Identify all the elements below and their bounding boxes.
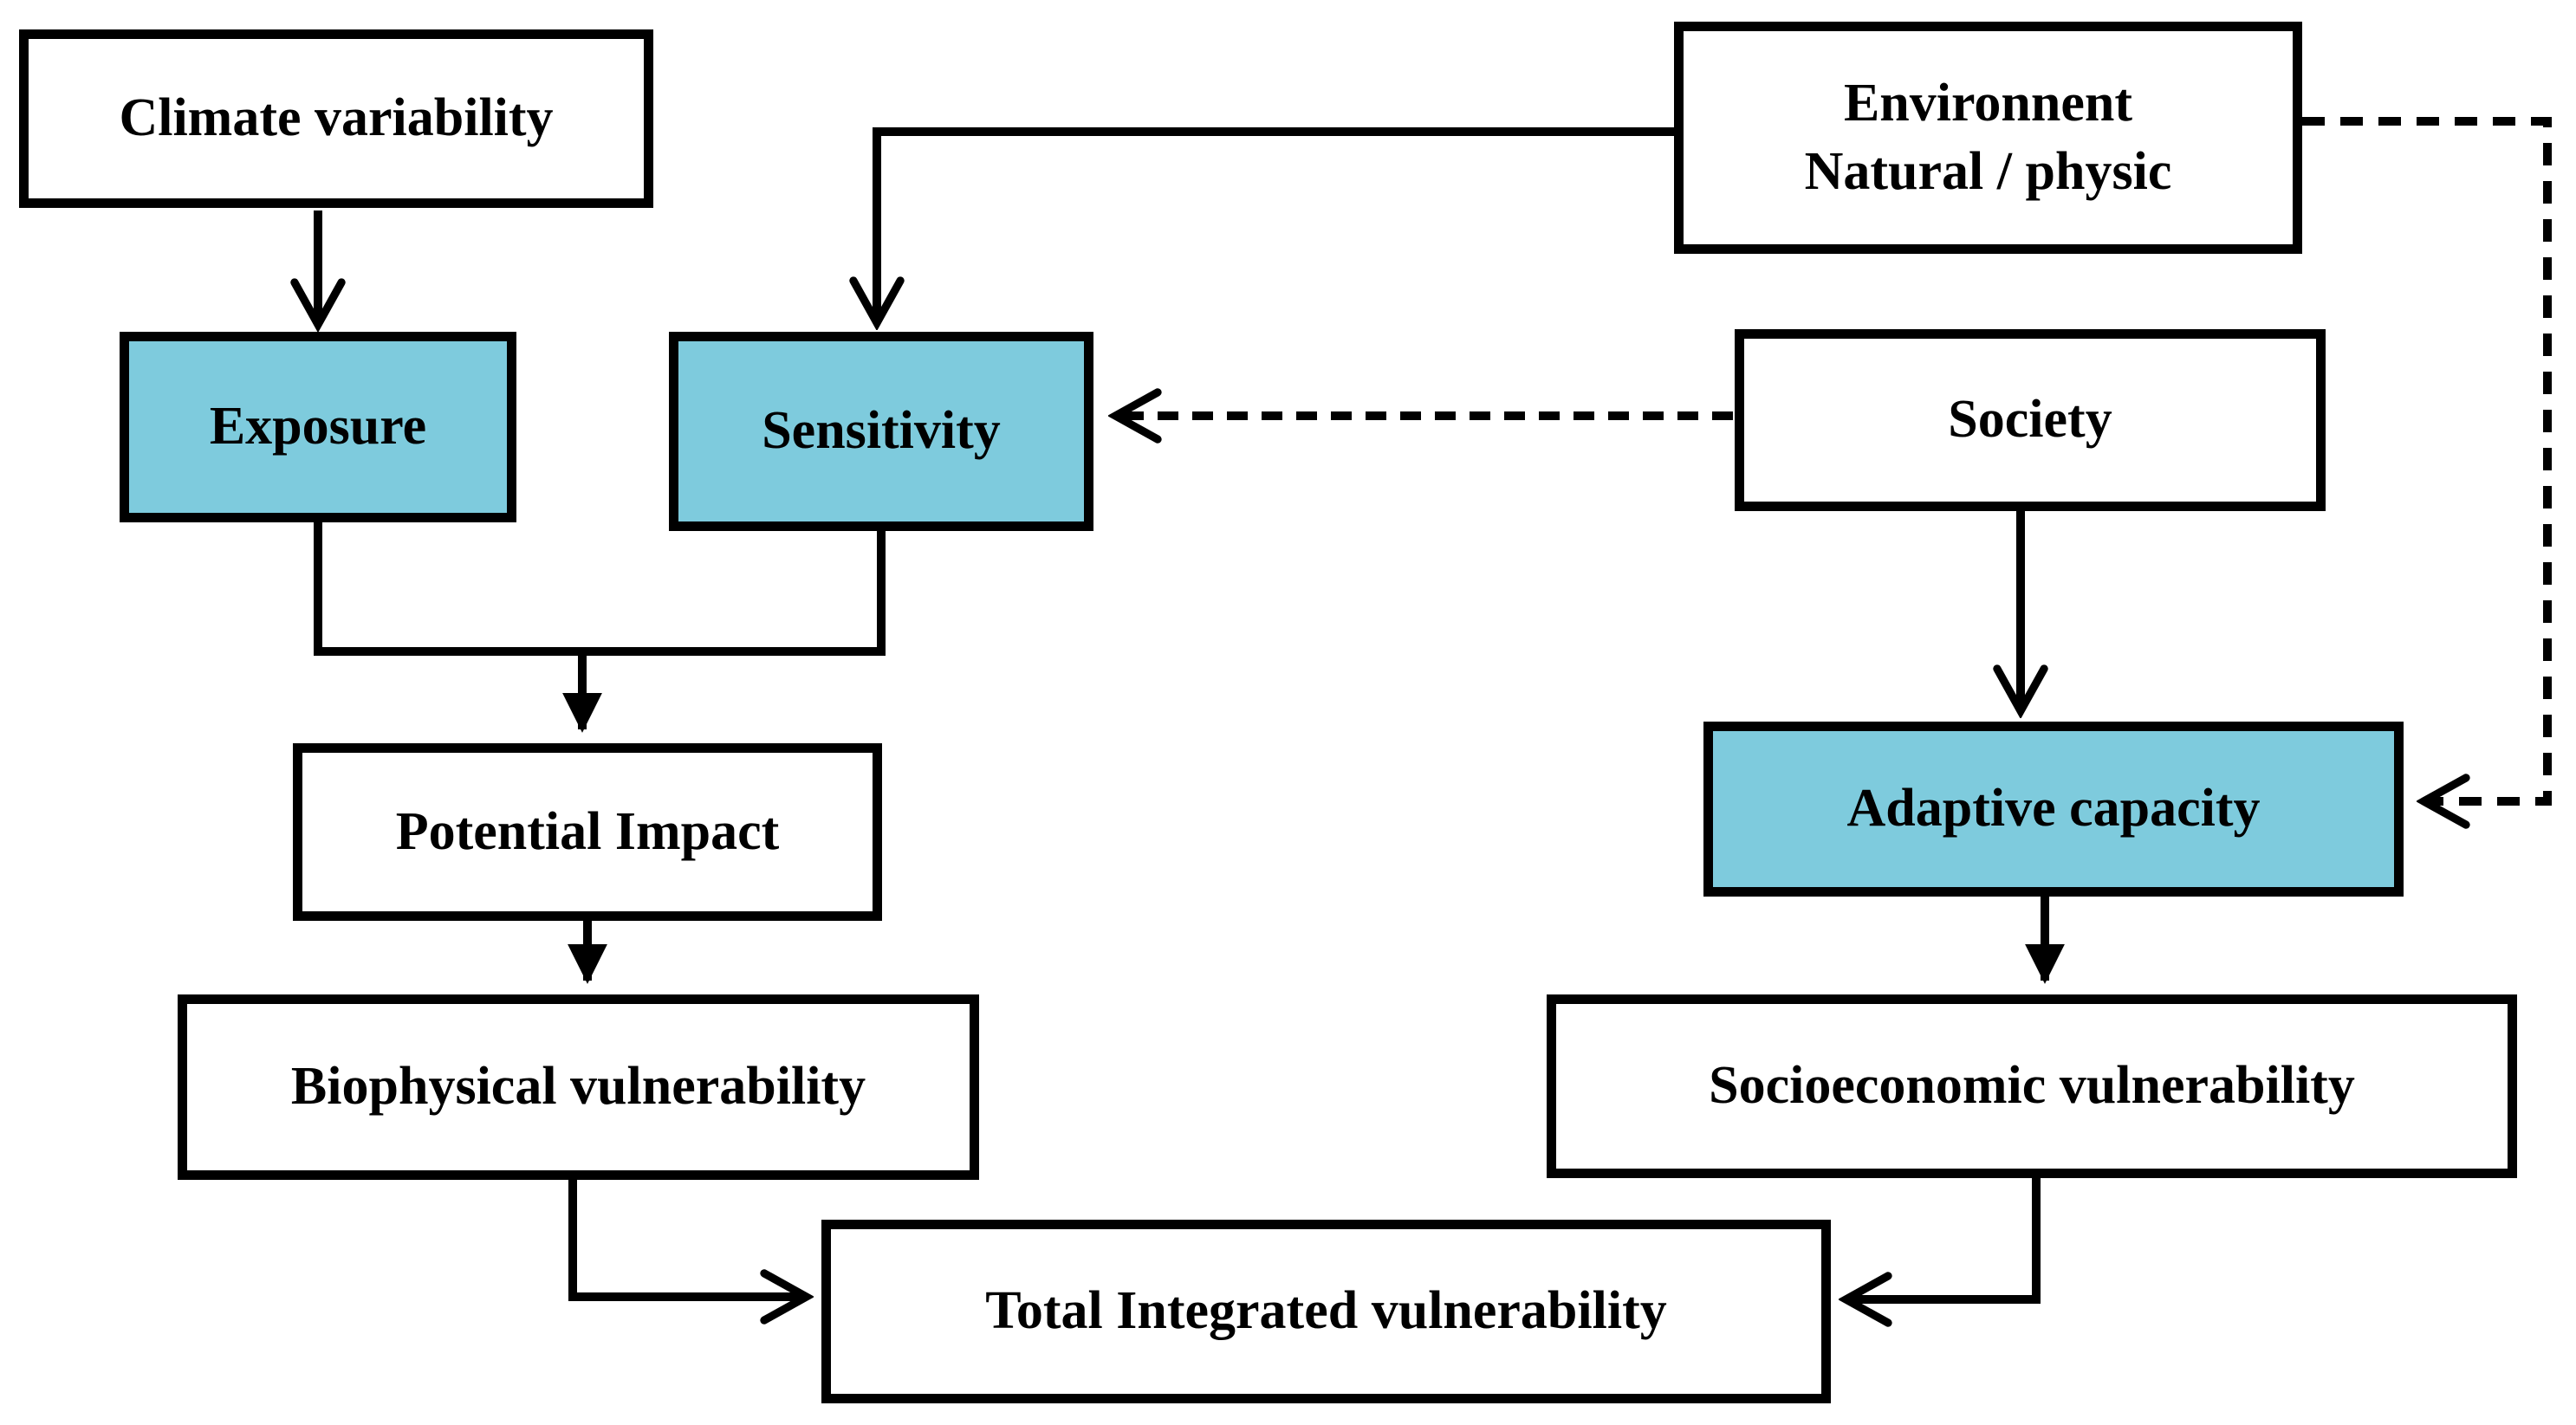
node-label: Biophysical vulnerability	[290, 1057, 866, 1117]
node-exposure: Exposure	[120, 332, 516, 522]
node-label: Society	[1948, 390, 2112, 450]
node-label: Potential Impact	[395, 801, 780, 861]
node-biophysical-vulnerability: Biophysical vulnerability	[178, 994, 979, 1180]
node-label: Exposure	[209, 397, 427, 457]
node-environment-natural-physic: Environnent Natural / physic	[1674, 22, 2302, 254]
node-adaptive-capacity: Adaptive capacity	[1703, 722, 2404, 897]
node-label: Total Integrated vulnerability	[985, 1281, 1667, 1341]
node-potential-impact: Potential Impact	[293, 743, 882, 921]
node-total-integrated-vulnerability: Total Integrated vulnerability	[821, 1220, 1831, 1403]
node-label: Adaptive capacity	[1846, 779, 2261, 839]
node-label: Sensitivity	[762, 401, 1001, 461]
node-label: Environnent Natural / physic	[1804, 73, 2172, 201]
edge-socioeconomic-to-total	[1848, 1176, 2041, 1299]
node-sensitivity: Sensitivity	[669, 332, 1093, 531]
edge-biophysical-to-total	[568, 1178, 804, 1297]
node-society: Society	[1735, 329, 2326, 511]
node-label: Climate variability	[119, 88, 554, 148]
edge-environment-to-adaptive	[2302, 117, 2552, 801]
node-label: Socioeconomic vulnerability	[1709, 1056, 2355, 1116]
edge-environment-to-sensitivity	[877, 127, 1674, 321]
node-socioeconomic-vulnerability: Socioeconomic vulnerability	[1547, 994, 2517, 1178]
node-climate-variability: Climate variability	[19, 29, 653, 208]
